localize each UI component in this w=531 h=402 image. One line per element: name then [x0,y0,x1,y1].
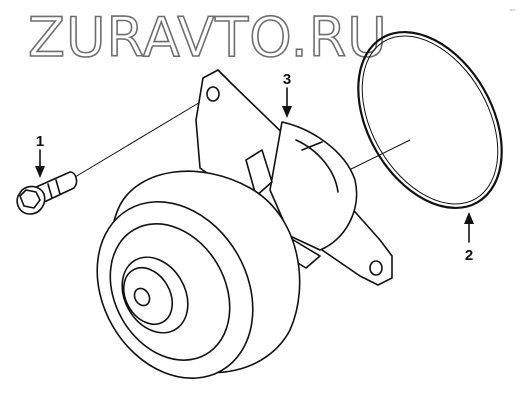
watermark-text: ZURAVTO.RU [28,6,388,69]
water-pump [96,69,393,380]
corner-mark: ≈~ [510,8,516,14]
pump-rear-housing [269,121,358,251]
callout-bolt: 1 [35,133,45,178]
callout-pump: 3 [282,71,292,118]
flange-bolt [16,171,78,215]
callout-2-label: 2 [465,247,473,264]
callout-1-label: 1 [36,133,44,150]
pulley-hub-inner [122,266,174,326]
flange-hole-bottom [369,260,383,276]
callout-3-arrowhead [282,106,292,118]
pulley-hub [121,256,189,334]
pulley-center-hole [133,287,151,307]
flange-hole-top [206,86,220,102]
gasket-o-ring [357,30,503,210]
callout-2-arrowhead [464,212,474,224]
bolt-alignment-line [69,94,213,181]
callout-gasket: 2 [464,212,474,264]
pulley-groove-ring [109,223,231,361]
callout-1-arrowhead [35,166,45,178]
callout-3-label: 3 [283,71,291,88]
bolt-hex-head [19,189,41,209]
pump-rib [245,149,273,197]
shaft-centerline [344,139,411,173]
